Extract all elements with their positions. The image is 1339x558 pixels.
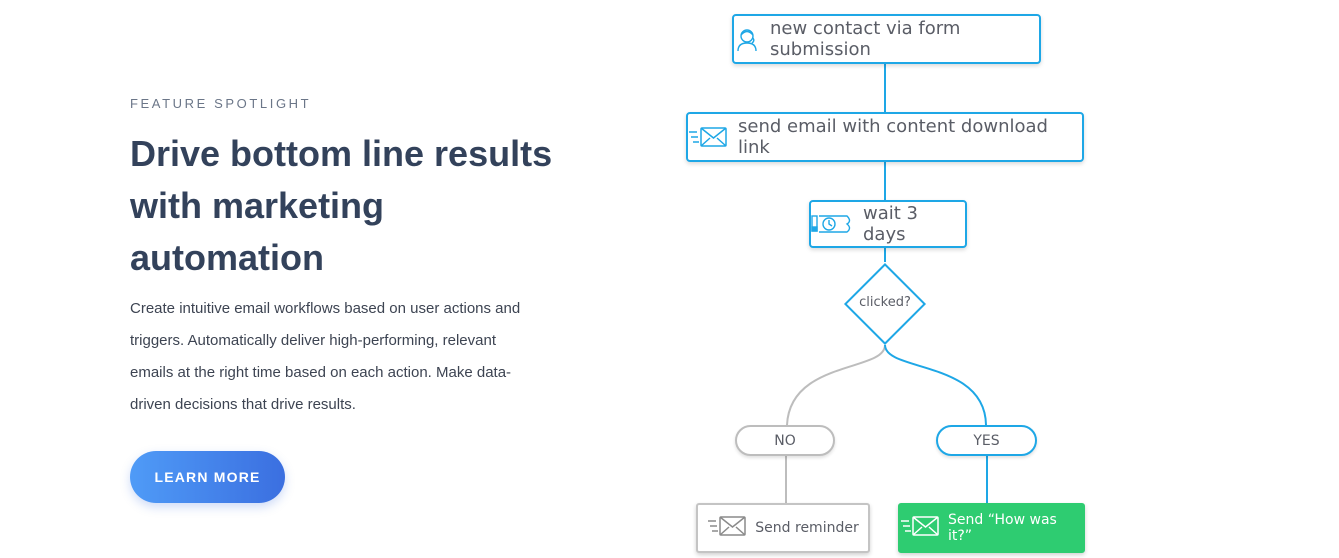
contact-person-icon	[734, 26, 760, 52]
workflow-wait-node: wait 3 days	[809, 200, 967, 248]
send-reminder-node: Send reminder	[696, 503, 870, 553]
workflow-trigger-node: new contact via form submission	[732, 14, 1041, 64]
learn-more-button[interactable]: LEARN MORE	[130, 451, 285, 503]
send-feedback-node: Send “How was it?”	[898, 503, 1085, 553]
send-feedback-label: Send “How was it?”	[948, 512, 1057, 544]
feature-description: Create intuitive email workflows based o…	[130, 300, 521, 413]
branch-no-pill: NO	[735, 425, 835, 456]
branch-no-label: NO	[774, 432, 796, 449]
send-reminder-label: Send reminder	[755, 520, 859, 536]
decision-label: clicked?	[859, 295, 911, 310]
eyebrow-label: FEATURE SPOTLIGHT	[130, 96, 312, 111]
branch-yes-pill: YES	[936, 425, 1037, 456]
workflow-trigger-label: new contact via form submission	[770, 18, 961, 60]
email-icon	[707, 515, 747, 541]
clock-icon	[811, 213, 853, 235]
workflow-email-node: send email with content download link	[686, 112, 1084, 162]
workflow-email-label: send email with content download link	[738, 116, 1048, 158]
page-title: Drive bottom line results with marketing…	[130, 133, 553, 278]
branch-yes-label: YES	[973, 432, 1000, 449]
email-icon	[688, 126, 728, 148]
workflow-wait-label: wait 3 days	[863, 203, 918, 245]
email-icon	[900, 515, 940, 541]
